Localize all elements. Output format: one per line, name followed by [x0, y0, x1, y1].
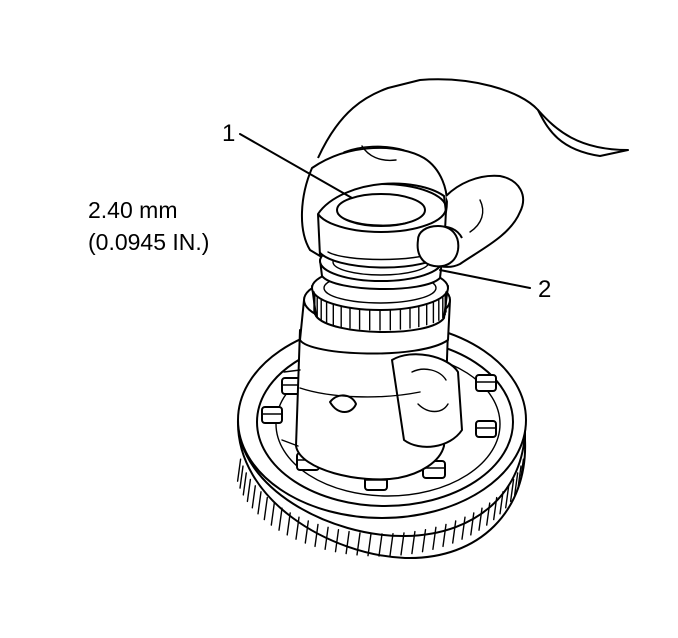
- gear-tooth: [461, 516, 466, 540]
- gear-tooth: [514, 472, 519, 496]
- gear-tooth: [478, 507, 483, 531]
- gear-tooth: [295, 516, 300, 540]
- gear-tooth: [278, 507, 283, 531]
- measurement-metric: 2.40 mm: [88, 197, 178, 223]
- gear-tooth: [251, 485, 257, 509]
- gear-tooth: [486, 502, 491, 526]
- hand: [301, 78, 629, 268]
- gear-tooth: [519, 458, 525, 482]
- ring-gear-teeth: [236, 458, 525, 557]
- gear-tooth: [239, 465, 244, 489]
- measurement-imperial: (0.0945 IN.): [88, 229, 210, 255]
- gear-tooth: [356, 532, 361, 556]
- ring-gear-bolts: [261, 374, 497, 491]
- gear-tooth: [345, 530, 350, 555]
- gear-tooth: [334, 529, 340, 553]
- gear-tooth: [499, 491, 504, 515]
- gear-tooth: [432, 526, 437, 550]
- leader-line-2: [439, 269, 531, 289]
- callout-2: 2: [538, 276, 552, 303]
- leader-line-1: [239, 133, 353, 199]
- callout-1: 1: [222, 120, 236, 147]
- bearing-rollers: [313, 291, 447, 331]
- gear-tooth: [314, 523, 319, 548]
- gear-tooth: [263, 496, 268, 521]
- gear-tooth: [246, 478, 252, 503]
- gear-tooth: [367, 533, 372, 557]
- gear-tooth: [517, 465, 522, 489]
- gear-tooth: [242, 472, 248, 496]
- leader-lines: [239, 133, 531, 289]
- differential-case: [281, 329, 463, 481]
- gear-tooth: [452, 520, 457, 544]
- gear-tooth: [236, 458, 242, 482]
- gear-tooth: [270, 502, 275, 526]
- gear-tooth: [421, 529, 427, 553]
- gear-tooth: [411, 530, 416, 555]
- gear-tooth: [304, 520, 309, 544]
- gear-tooth: [400, 532, 405, 556]
- gear-tooth: [493, 496, 498, 521]
- gear-tooth: [470, 512, 475, 536]
- gear-tooth: [378, 533, 383, 557]
- gear-tooth: [442, 523, 447, 548]
- gear-tooth: [389, 533, 394, 557]
- gear-tooth: [324, 526, 329, 550]
- gear-tooth: [257, 491, 262, 515]
- gear-tooth: [286, 512, 291, 536]
- gear-tooth: [505, 485, 510, 509]
- gear-tooth: [509, 478, 515, 503]
